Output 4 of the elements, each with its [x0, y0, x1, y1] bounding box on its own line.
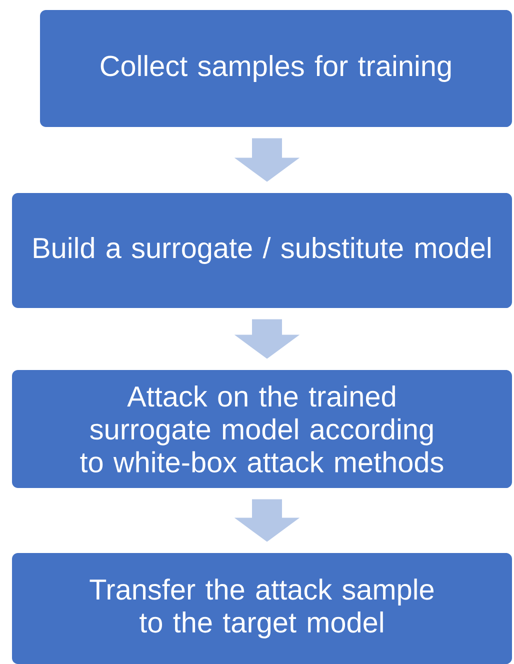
process-box: Collect samples for training [40, 10, 512, 127]
process-box: Transfer the attack sample to the target model [12, 553, 512, 664]
process-box: Attack on the trained surrogate model according to white-box attack methods [12, 370, 512, 488]
process-box: Build a surrogate / substitute model [12, 193, 512, 308]
